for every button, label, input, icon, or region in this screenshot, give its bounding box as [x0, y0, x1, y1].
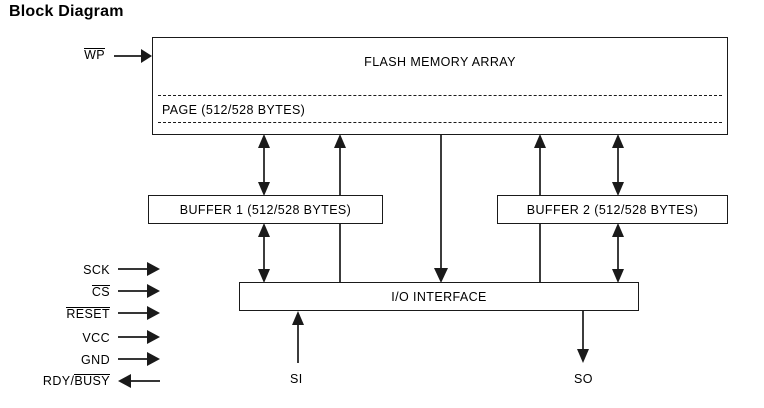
arrowhead-rdy-busy — [118, 374, 131, 388]
io-interface-label: I/O INTERFACE — [391, 290, 487, 304]
arrowhead-wp — [141, 49, 152, 63]
arrowhead-so-down — [577, 349, 589, 363]
signal-label-reset: RESET — [10, 307, 110, 321]
signal-label-rdy-text: RDY/ — [42, 374, 75, 388]
page-top-divider — [158, 95, 722, 96]
arrowhead-flash-to-io-down — [434, 268, 448, 283]
signal-label-sck: SCK — [10, 263, 110, 277]
arrowhead-buffer2-io-down — [612, 269, 624, 283]
arrowhead-buffer1-io-up — [258, 223, 270, 237]
signal-label-reset-text: RESET — [66, 307, 110, 321]
signal-label-so: SO — [574, 372, 593, 386]
arrowhead-reset — [147, 306, 160, 320]
signal-label-vcc: VCC — [10, 331, 110, 345]
buffer-1-label: BUFFER 1 (512/528 BYTES) — [179, 203, 352, 217]
buffer-2-block: BUFFER 2 (512/528 BYTES) — [497, 195, 728, 224]
signal-label-rdy-busy: RDY/BUSY — [0, 374, 110, 388]
arrowhead-buffer1-io-down — [258, 269, 270, 283]
arrowhead-cs — [147, 284, 160, 298]
arrowhead-buffer1-to-flash-up — [334, 134, 346, 148]
buffer-1-block: BUFFER 1 (512/528 BYTES) — [148, 195, 383, 224]
signal-label-cs: CS — [10, 285, 110, 299]
flash-memory-array-block: FLASH MEMORY ARRAY PAGE (512/528 BYTES) — [152, 37, 728, 135]
signal-label-wp-text: WP — [84, 48, 105, 62]
arrowhead-flash-buffer2-up — [612, 134, 624, 148]
signal-label-sck-text: SCK — [83, 263, 110, 277]
io-interface-block: I/O INTERFACE — [239, 282, 639, 311]
arrowhead-flash-buffer1-up — [258, 134, 270, 148]
arrowhead-buffer2-io-up — [612, 223, 624, 237]
arrowhead-si-up — [292, 311, 304, 325]
signal-label-busy-text: BUSY — [74, 374, 110, 388]
arrowhead-buffer2-to-flash-up — [534, 134, 546, 148]
page-label: PAGE (512/528 BYTES) — [162, 103, 306, 117]
signal-label-gnd-text: GND — [81, 353, 110, 367]
arrowhead-flash-buffer2-down — [612, 182, 624, 196]
page-bottom-divider — [158, 122, 722, 123]
signal-label-gnd: GND — [10, 353, 110, 367]
arrowhead-gnd — [147, 352, 160, 366]
arrowhead-sck — [147, 262, 160, 276]
signal-label-wp: WP — [45, 48, 105, 62]
signal-label-cs-text: CS — [91, 285, 110, 299]
flash-memory-array-label: FLASH MEMORY ARRAY — [364, 55, 516, 69]
arrowhead-vcc — [147, 330, 160, 344]
page-title: Block Diagram — [9, 3, 124, 20]
arrowhead-flash-buffer1-down — [258, 182, 270, 196]
signal-label-si: SI — [290, 372, 303, 386]
signal-label-vcc-text: VCC — [82, 331, 110, 345]
buffer-2-label: BUFFER 2 (512/528 BYTES) — [526, 203, 699, 217]
